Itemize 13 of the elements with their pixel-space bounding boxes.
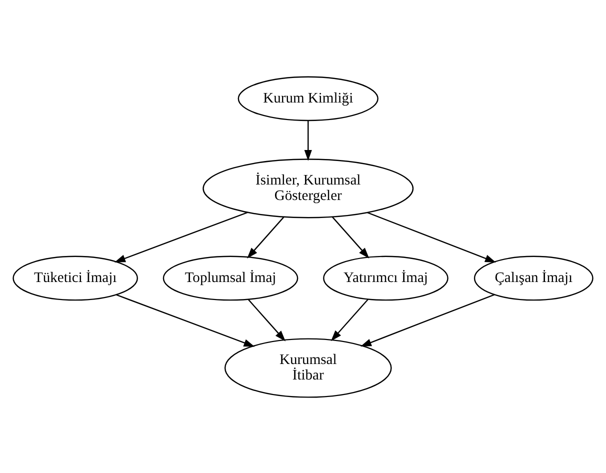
arrow [248, 298, 286, 341]
arrow [360, 294, 495, 346]
arrow [367, 212, 496, 262]
node-ellipse: Toplumsal İmaj [162, 255, 298, 300]
arrow [330, 298, 369, 341]
arrow [332, 216, 370, 258]
arrow [114, 211, 248, 262]
node-ellipse: Kurum Kimliği [238, 76, 378, 121]
arrow [247, 216, 284, 258]
node-ellipse: Yatırımcı İmaj [323, 255, 448, 300]
arrow [116, 294, 255, 346]
node-ellipse: İsimler, Kurumsal Göstergeler [202, 158, 414, 218]
arrow [304, 120, 312, 160]
